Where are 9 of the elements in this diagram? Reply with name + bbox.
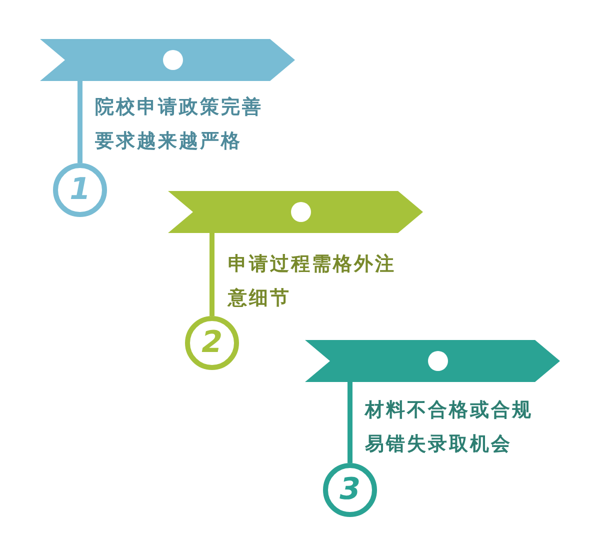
number-circle: 1 — [53, 163, 107, 217]
number-circle: 2 — [185, 316, 239, 370]
stem-line — [348, 382, 352, 463]
description-text: 申请过程需格外注意细节 — [228, 252, 397, 311]
description-text: 院校申请政策完善要求越来越严格 — [95, 95, 264, 154]
stem-line — [210, 233, 214, 316]
number-circle: 3 — [323, 463, 377, 517]
description-text: 材料不合格或合规易错失录取机会 — [365, 398, 534, 457]
stem-line — [78, 81, 82, 163]
